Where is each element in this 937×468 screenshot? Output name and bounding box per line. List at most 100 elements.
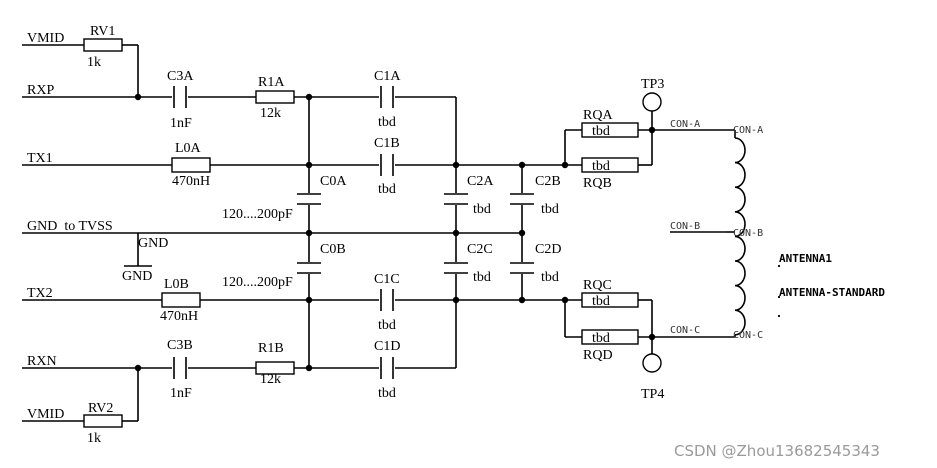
antenna-name: ANTENNA1 xyxy=(779,252,832,265)
rqa-value: tbd xyxy=(592,124,610,139)
capacitor-c1c xyxy=(380,289,394,311)
rv1-value: 1k xyxy=(87,55,101,70)
rqb-ref: RQB xyxy=(583,176,612,191)
net-label-tx2: TX2 xyxy=(27,286,53,301)
c1d-value: tbd xyxy=(378,386,396,401)
r1b-ref: R1B xyxy=(258,341,284,356)
net-label-rxp: RXP xyxy=(27,83,54,98)
antenna-coil xyxy=(727,130,746,337)
gnd-symbol-label: GND xyxy=(122,269,152,284)
rqb-value: tbd xyxy=(592,159,610,174)
c1c-value: tbd xyxy=(378,318,396,333)
c3b-ref: C3B xyxy=(167,338,193,353)
rqd-ref: RQD xyxy=(583,348,613,363)
capacitor-c1a xyxy=(380,86,394,108)
c1b-value: tbd xyxy=(378,182,396,197)
rv2-value: 1k xyxy=(87,431,101,446)
resistor-rv2 xyxy=(83,414,123,428)
c0a-value: 120....200pF xyxy=(222,207,293,222)
r1a-ref: R1A xyxy=(258,75,285,90)
component-labels: RV1 1k RV2 1k C3A 1nF C3B 1nF R1A 12k R1… xyxy=(87,24,664,446)
tp4-ref: TP4 xyxy=(641,387,664,402)
c3b-value: 1nF xyxy=(170,386,192,401)
r1a-value: 12k xyxy=(260,106,281,121)
test-points xyxy=(642,92,662,373)
c2a-ref: C2A xyxy=(467,174,494,189)
net-label-rxn: RXN xyxy=(27,354,57,369)
c3a-ref: C3A xyxy=(167,69,194,84)
capacitor-c2b xyxy=(510,193,534,205)
l0b-value: 470nH xyxy=(160,309,198,324)
c0b-value: 120....200pF xyxy=(222,275,293,290)
c2a-value: tbd xyxy=(473,202,491,217)
resistor-rqa xyxy=(581,122,639,138)
resistor-rqc xyxy=(581,292,639,308)
l0a-value: 470nH xyxy=(172,174,210,189)
c0b-ref: C0B xyxy=(320,242,346,257)
net-label-con-c: CON-C xyxy=(670,325,700,336)
capacitor-c0b xyxy=(297,262,321,274)
antenna-pin-con-c: CON-C xyxy=(733,330,763,341)
net-label-gnd: GND xyxy=(138,236,168,251)
capacitor-c2c xyxy=(444,262,468,274)
c0a-ref: C0A xyxy=(320,174,347,189)
inductor-l0a xyxy=(171,157,211,173)
c2b-ref: C2B xyxy=(535,174,561,189)
rqc-value: tbd xyxy=(592,294,610,309)
l0b-ref: L0B xyxy=(164,277,189,292)
resistor-rqb xyxy=(581,157,639,173)
resistor-r1a xyxy=(255,90,295,104)
wires xyxy=(22,44,735,422)
c2d-value: tbd xyxy=(541,270,559,285)
net-labels: VMID RXP TX1 GND to TVSS GND GND TX2 RXN… xyxy=(27,31,700,422)
antenna-pin-con-a: CON-A xyxy=(733,125,763,136)
net-label-con-a: CON-A xyxy=(670,119,700,130)
capacitor-c0a xyxy=(297,193,321,205)
net-label-gnd-to-tvss: GND to TVSS xyxy=(27,219,113,234)
inductor-l0b xyxy=(161,292,201,308)
tp3-ref: TP3 xyxy=(641,77,664,92)
antenna-type: ANTENNA-STANDARD xyxy=(779,286,885,299)
resistors xyxy=(83,38,639,428)
test-point-tp3 xyxy=(642,92,662,112)
junction-dots xyxy=(134,93,656,372)
rqa-ref: RQA xyxy=(583,108,613,123)
net-label-con-b: CON-B xyxy=(670,221,700,232)
c3a-value: 1nF xyxy=(170,116,192,131)
c1a-value: tbd xyxy=(378,115,396,130)
net-label-vmid-top: VMID xyxy=(27,31,64,46)
rqc-ref: RQC xyxy=(583,278,612,293)
l0a-ref: L0A xyxy=(175,141,202,156)
capacitor-c3a xyxy=(173,86,187,108)
net-label-vmid-bottom: VMID xyxy=(27,407,64,422)
c1d-ref: C1D xyxy=(374,339,400,354)
c2c-ref: C2C xyxy=(467,242,493,257)
c2d-ref: C2D xyxy=(535,242,561,257)
rqd-value: tbd xyxy=(592,331,610,346)
capacitor-c2a xyxy=(444,193,468,205)
capacitors xyxy=(173,86,534,379)
antenna-labels: CON-A CON-B CON-C ANTENNA1 ANTENNA-STAND… xyxy=(733,125,885,341)
watermark: CSDN @Zhou13682545343 xyxy=(674,442,880,460)
capacitor-c1b xyxy=(380,154,394,176)
capacitor-c1d xyxy=(380,357,394,379)
c1a-ref: C1A xyxy=(374,69,401,84)
rv2-ref: RV2 xyxy=(88,401,113,416)
resistor-rv1 xyxy=(83,38,123,52)
net-label-tx1: TX1 xyxy=(27,151,53,166)
resistor-r1b xyxy=(255,361,295,375)
c1b-ref: C1B xyxy=(374,136,400,151)
c1c-ref: C1C xyxy=(374,272,400,287)
inductors xyxy=(161,157,211,308)
c2c-value: tbd xyxy=(473,270,491,285)
capacitor-c3b xyxy=(173,357,187,379)
antenna-markers xyxy=(777,264,781,318)
r1b-value: 12k xyxy=(260,372,281,387)
rv1-ref: RV1 xyxy=(90,24,115,39)
capacitor-c2d xyxy=(510,262,534,274)
c2b-value: tbd xyxy=(541,202,559,217)
antenna-pin-con-b: CON-B xyxy=(733,228,763,239)
resistor-rqd xyxy=(581,329,639,345)
test-point-tp4 xyxy=(642,353,662,373)
